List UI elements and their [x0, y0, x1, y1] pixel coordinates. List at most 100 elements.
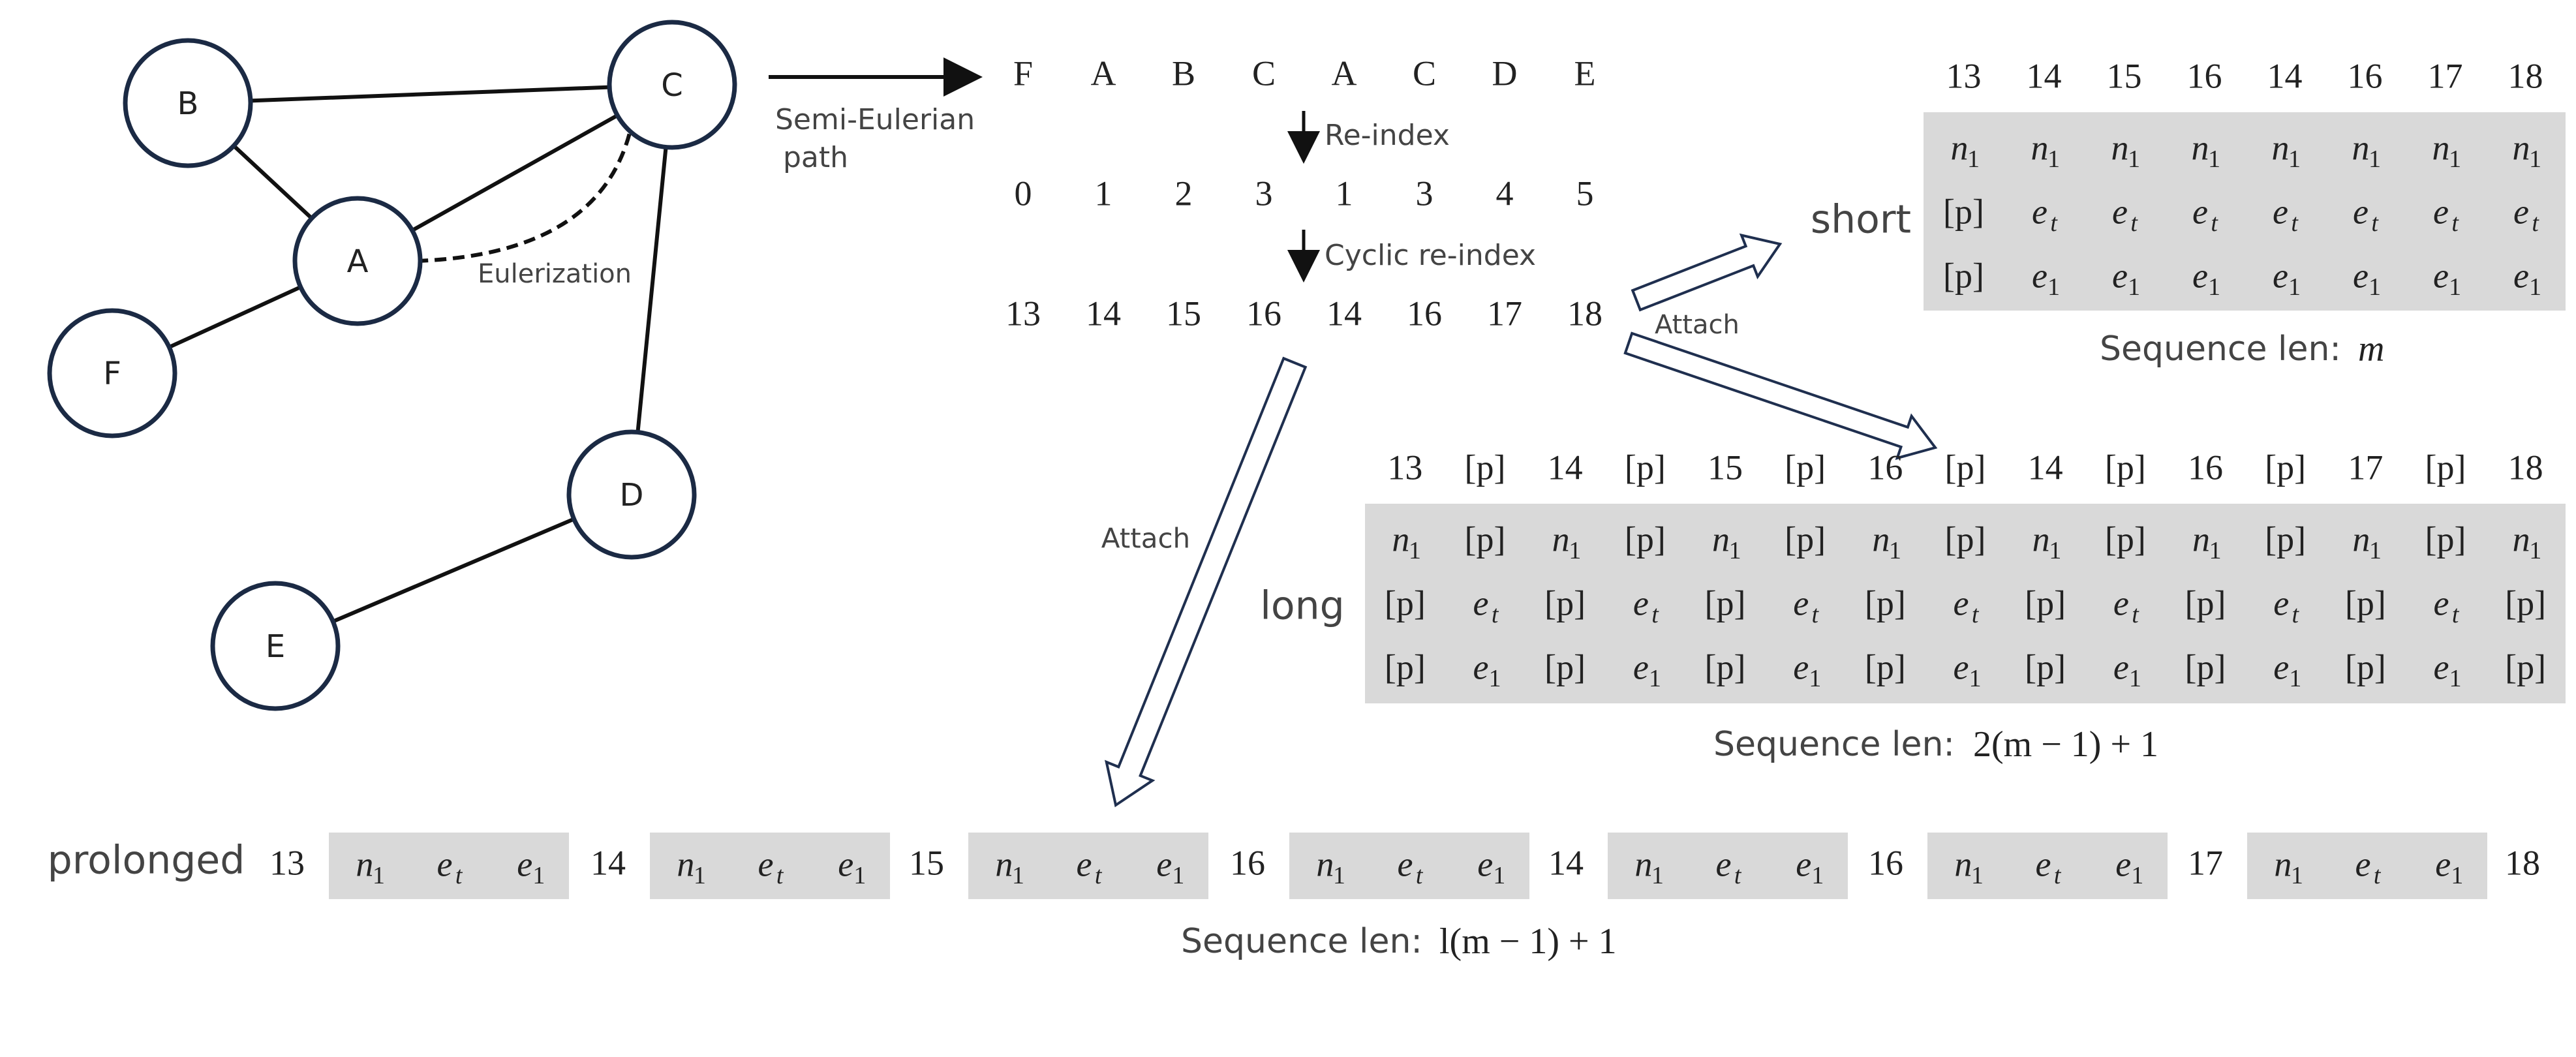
prolonged-block-3-token-1-subscript: t: [1416, 862, 1424, 889]
short-cell-r1-c1-base: e: [2032, 192, 2047, 231]
long-header-13: [p]: [2425, 448, 2466, 487]
prolonged-block-3-token-2-subscript: 1: [1493, 862, 1505, 889]
long-cell-r0-c3-text: [p]: [1625, 519, 1666, 559]
short-header-0: 13: [1946, 56, 1982, 95]
short-cell-r2-c3-subscript: 1: [2208, 273, 2220, 301]
long-cell-r1-c11-base: e: [2273, 583, 2289, 622]
prolonged-number-2: 15: [909, 843, 944, 882]
short-cell-r0-c4: n1: [2272, 128, 2301, 172]
long-cell-r0-c5-text: [p]: [1785, 519, 1826, 559]
prolonged-block-5-token-0-subscript: 1: [1971, 862, 1984, 889]
path-letter-0: F: [1013, 54, 1033, 93]
short-caption: Sequence len:: [2100, 329, 2341, 369]
edge-A-F: [168, 285, 301, 349]
long-cell-r2-c2: [p]: [1544, 647, 1586, 686]
short-cell-r2-c2-base: e: [2112, 256, 2128, 295]
long-cell-r1-c14: [p]: [2505, 583, 2546, 622]
long-cell-r0-c12: n1: [2352, 519, 2382, 564]
long-cell-r2-c6: [p]: [1865, 647, 1906, 686]
long-cell-r0-c1-text: [p]: [1465, 519, 1506, 559]
prolonged-block-0-token-2-base: e: [517, 844, 532, 883]
long-cell-r2-c11-subscript: 1: [2289, 665, 2301, 692]
prolonged-label: prolonged: [48, 838, 245, 883]
attach-long-arrow: [1623, 331, 1938, 461]
short-cell-r1-c3-subscript: t: [2211, 209, 2218, 237]
long-cell-r0-c1: [p]: [1465, 519, 1506, 559]
short-cell-r2-c0-text: [p]: [1943, 256, 1984, 295]
prolonged-block-4-token-2-subscript: 1: [1811, 862, 1824, 889]
short-cell-r0-c7-base: n: [2513, 128, 2530, 167]
node-label-C: C: [661, 67, 683, 104]
long-cell-r1-c4: [p]: [1705, 583, 1746, 622]
node-F: [47, 308, 177, 438]
short-cell-r1-c1-subscript: t: [2050, 209, 2058, 237]
node-A: [292, 196, 423, 326]
long-cell-r0-c6-base: n: [1872, 519, 1890, 559]
short-cell-r0-c6-base: n: [2432, 128, 2450, 167]
long-cell-r2-c5-subscript: 1: [1809, 665, 1821, 692]
long-table: 13[p]14[p]15[p]16[p]14[p]16[p]17[p]18n1[…: [1260, 448, 2566, 765]
short-cell-r1-c3-base: e: [2192, 192, 2208, 231]
short-header-2: 15: [2107, 56, 2142, 95]
node-E: [210, 581, 341, 711]
short-cell-r0-c0: n1: [1951, 128, 1980, 172]
reindexed-value-6: 4: [1496, 174, 1514, 213]
short-cell-r1-c7-base: e: [2513, 192, 2529, 231]
prolonged-block-5-token-2-base: e: [2115, 844, 2131, 883]
long-cell-r1-c10: [p]: [2185, 583, 2226, 622]
long-header-10: 16: [2188, 448, 2223, 487]
long-cell-r2-c8: [p]: [2025, 647, 2066, 686]
path-letter-4: A: [1332, 54, 1357, 93]
prolonged-block-0-token-0-base: n: [356, 844, 373, 883]
long-cell-r2-c13-base: e: [2434, 647, 2449, 686]
short-cell-r0-c7: n1: [2513, 128, 2542, 172]
prolonged-number-0: 13: [269, 843, 305, 882]
cyclic-value-4: 14: [1326, 294, 1362, 333]
prolonged-block-3-token-1-base: e: [1398, 844, 1413, 883]
long-cell-r0-c0-base: n: [1392, 519, 1409, 559]
long-header-12: 17: [2348, 448, 2383, 487]
long-cell-r0-c13: [p]: [2425, 519, 2466, 559]
prolonged-number-1: 14: [590, 843, 626, 882]
edge-A-C: [411, 114, 619, 232]
prolonged-block-4-token-1-base: e: [1716, 844, 1732, 883]
short-cell-r0-c4-subscript: 1: [2288, 146, 2301, 173]
short-label: short: [1811, 197, 1911, 243]
short-cell-r0-c3-subscript: 1: [2208, 146, 2220, 173]
short-cell-r0-c3: n1: [2192, 128, 2221, 172]
short-cell-r0-c2-subscript: 1: [2128, 146, 2140, 173]
long-cell-r1-c7-base: e: [1954, 583, 1969, 622]
cyclic-value-6: 17: [1487, 294, 1522, 333]
prolonged-block-3: [1289, 833, 1529, 899]
long-cell-r1-c3-base: e: [1633, 583, 1649, 622]
short-cell-r0-c1-subscript: 1: [2047, 146, 2060, 173]
prolonged-block-0-token-0: n1: [356, 844, 385, 889]
short-cell-r2-c4-base: e: [2273, 256, 2288, 295]
short-cell-r0-c5-subscript: 1: [2369, 146, 2381, 173]
short-cell-r1-c7-subscript: t: [2532, 209, 2539, 237]
prolonged-block-2-token-1-base: e: [1077, 844, 1092, 883]
prolonged-block-0-token-2-subscript: 1: [532, 862, 545, 889]
prolonged-block-5-token-1-subscript: t: [2054, 862, 2062, 889]
short-cell-r2-c7-subscript: 1: [2529, 273, 2541, 301]
long-cell-r1-c1-base: e: [1473, 583, 1489, 622]
short-cell-r1-c5-base: e: [2353, 192, 2369, 231]
prolonged-block-2-token-2-base: e: [1156, 844, 1172, 883]
prolonged-block-6-token-0: n1: [2274, 844, 2303, 889]
long-cell-r0-c11: [p]: [2265, 519, 2306, 559]
prolonged-block-4-token-0-subscript: 1: [1651, 862, 1664, 889]
long-cell-r2-c10-text: [p]: [2185, 647, 2226, 686]
prolonged-block-6-token-2-base: e: [2435, 844, 2451, 883]
long-cell-r0-c14-subscript: 1: [2529, 537, 2541, 564]
long-cell-r0-c2-subscript: 1: [1569, 537, 1581, 564]
